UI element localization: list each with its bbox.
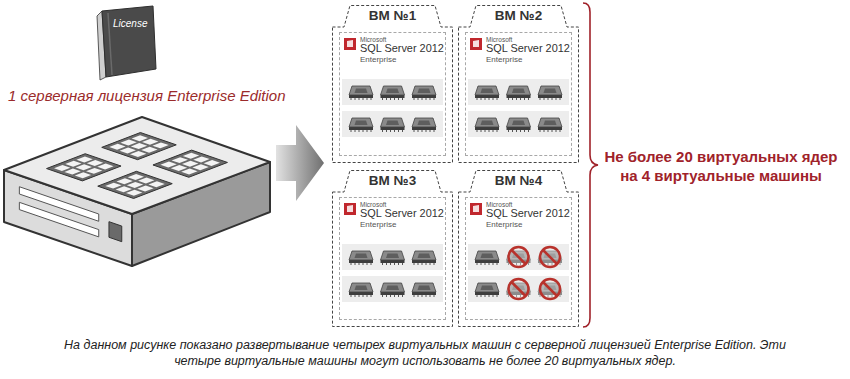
- core-band: [468, 244, 569, 270]
- sql-logo-icon: [344, 38, 356, 50]
- cpu-chip: [507, 86, 531, 100]
- vm-heading: ВМ №2: [458, 8, 579, 24]
- forbidden-chip: [538, 247, 562, 267]
- sql-logo-icon: [344, 203, 356, 215]
- cpu-chip: [349, 251, 373, 265]
- vm-outline: [332, 170, 453, 327]
- cpu-grid: [105, 174, 165, 196]
- vm-outline-path: [333, 171, 453, 327]
- virtual-machine: MicrosoftSQL Server 2012EnterpriseВМ №4: [458, 170, 579, 327]
- cpu-chip: [475, 118, 499, 132]
- product-text: SQL Server 2012: [360, 208, 444, 219]
- core-band: [342, 111, 443, 137]
- server-cpu: [47, 154, 121, 181]
- cpu-chip: [475, 251, 499, 265]
- virtual-machine: MicrosoftSQL Server 2012EnterpriseВМ №3: [332, 170, 453, 327]
- vm-outline: [458, 170, 579, 327]
- cpu-chip: [412, 86, 436, 100]
- virtual-machine: MicrosoftSQL Server 2012EnterpriseВМ №2: [458, 5, 579, 163]
- forbidden-chip: [538, 279, 562, 299]
- book-spine: [108, 13, 112, 75]
- core-band: [342, 244, 443, 270]
- server-handle: [109, 222, 122, 242]
- core-band: [468, 111, 569, 137]
- core-band: [468, 276, 569, 302]
- sql-server-panel: MicrosoftSQL Server 2012Enterprise: [465, 32, 572, 156]
- server-cpu: [153, 150, 227, 177]
- cpu-grid: [109, 135, 169, 157]
- core-band: [468, 79, 569, 105]
- vm-outline: [458, 5, 579, 163]
- cpu-body: [102, 133, 176, 160]
- forbidden-chip: [507, 247, 531, 267]
- cpu-body: [47, 154, 121, 181]
- cpu-grid: [160, 153, 220, 175]
- forbidden-chip: [507, 279, 531, 299]
- book-title: License: [113, 18, 147, 30]
- cpu-grid: [54, 156, 114, 178]
- figure-caption: На данном рисунке показано развертывание…: [45, 337, 805, 369]
- license-label: 1 серверная лицензия Enterprise Edition: [8, 87, 298, 104]
- core-band: [342, 79, 443, 105]
- cpu-chip: [412, 283, 436, 297]
- cpu-chip: [381, 283, 405, 297]
- cpu-chip: [507, 118, 531, 132]
- cpu-chip: [381, 118, 405, 132]
- vm-outline-path: [459, 6, 579, 163]
- server-slots: [19, 187, 121, 245]
- server-cpu: [98, 171, 172, 198]
- product-text: Enterprise: [486, 56, 522, 64]
- vm-heading: ВМ №4: [458, 173, 579, 189]
- server-illustration: [4, 117, 270, 266]
- vm-heading: ВМ №3: [332, 173, 453, 189]
- sql-server-panel: MicrosoftSQL Server 2012Enterprise: [339, 32, 446, 156]
- license-book: License: [95, 5, 157, 81]
- product-text: Enterprise: [360, 221, 396, 229]
- product-text: SQL Server 2012: [486, 208, 570, 219]
- cpu-chip: [349, 118, 373, 132]
- cpu-chip: [538, 86, 562, 100]
- flow-arrow: [276, 125, 324, 201]
- cpu-chip: [412, 118, 436, 132]
- book-cover: [102, 6, 156, 77]
- cpu-chip: [349, 283, 373, 297]
- cpu-chip: [538, 118, 562, 132]
- cpu-body: [98, 171, 172, 198]
- sql-server-panel: MicrosoftSQL Server 2012Enterprise: [339, 197, 446, 320]
- sql-logo-icon: [470, 203, 482, 215]
- curly-brace: [583, 3, 598, 327]
- product-text: SQL Server 2012: [360, 43, 444, 54]
- cpu-chip: [412, 251, 436, 265]
- product-text: Enterprise: [360, 56, 396, 64]
- cpu-chip: [349, 86, 373, 100]
- vm-outline-path: [333, 6, 453, 163]
- cpu-chip: [381, 251, 405, 265]
- vm-outline: [332, 5, 453, 163]
- cpu-chip: [475, 283, 499, 297]
- cpu-chip: [475, 86, 499, 100]
- product-text: Enterprise: [486, 221, 522, 229]
- core-band: [342, 276, 443, 302]
- sql-logo-icon: [470, 38, 482, 50]
- server-cpu: [102, 133, 176, 160]
- product-text: SQL Server 2012: [486, 43, 570, 54]
- core-bands: [342, 79, 569, 302]
- book-shape: [95, 5, 157, 81]
- cpu-body: [153, 150, 227, 177]
- vm-heading: ВМ №1: [332, 8, 453, 24]
- limit-note: Не более 20 виртуальных ядер на 4 виртуа…: [598, 147, 844, 185]
- virtual-machine: MicrosoftSQL Server 2012EnterpriseВМ №1: [332, 5, 453, 163]
- vm-outline-path: [459, 171, 579, 327]
- sql-server-panel: MicrosoftSQL Server 2012Enterprise: [465, 197, 572, 320]
- drive-slot: [19, 202, 98, 237]
- cpu-chip: [381, 86, 405, 100]
